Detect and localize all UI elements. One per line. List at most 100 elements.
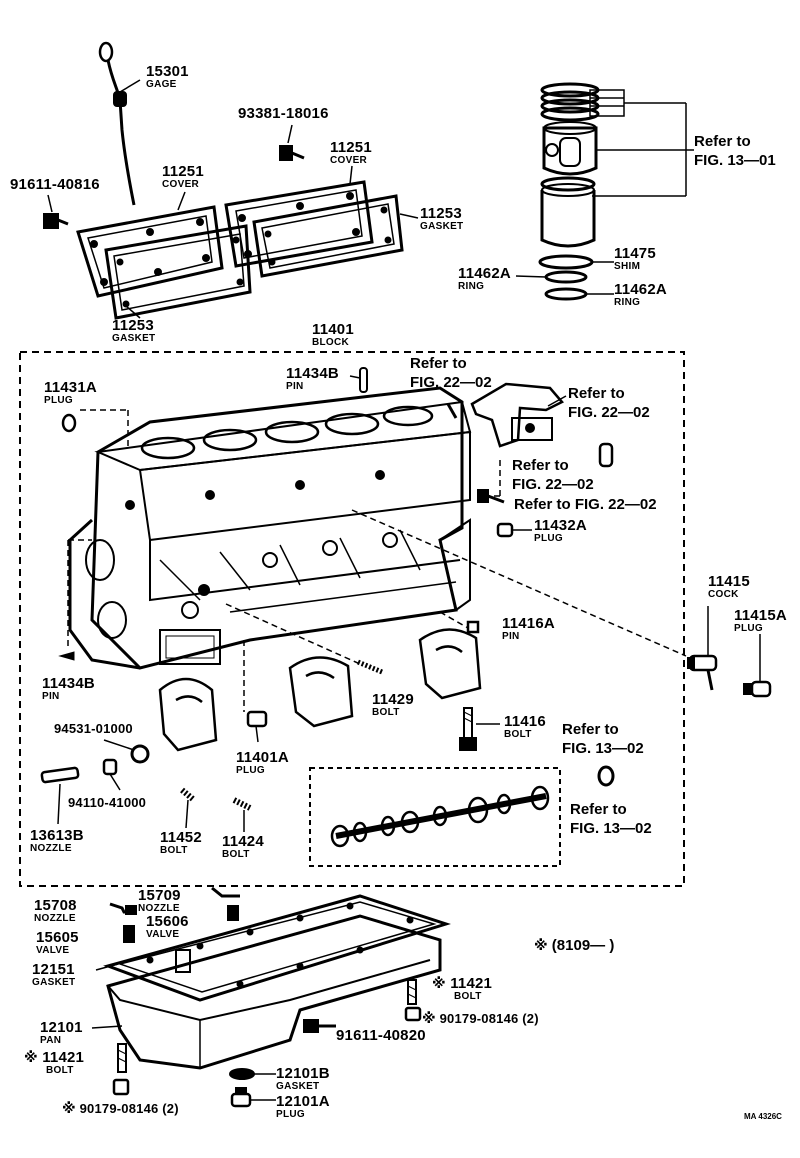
part-description: GASKET bbox=[276, 1081, 320, 1092]
part-description: GASKET bbox=[420, 221, 464, 232]
part-number: 12151 bbox=[32, 961, 75, 978]
part-number: 11251 bbox=[162, 163, 204, 180]
part-description: COVER bbox=[330, 155, 368, 166]
production-date-note: ※ (8109— ) bbox=[534, 936, 614, 956]
valve-15606 bbox=[228, 906, 238, 920]
part-number: 11421 bbox=[42, 1049, 85, 1066]
part-description: SHIM bbox=[614, 261, 641, 272]
part-description: BOLT bbox=[504, 729, 532, 740]
pin-11434b-lower bbox=[60, 652, 74, 660]
part-description: RING bbox=[458, 281, 485, 292]
part-description: VALVE bbox=[146, 929, 180, 940]
bolt-11452 bbox=[182, 790, 194, 828]
part-number: 11421 bbox=[450, 975, 493, 992]
side-cover-left bbox=[78, 207, 222, 296]
label-91611-40820: 91611-40820 bbox=[336, 1028, 426, 1043]
refer-line: Refer to bbox=[568, 385, 625, 402]
camshaft-frame bbox=[310, 768, 560, 866]
part-number: 12101A bbox=[276, 1093, 330, 1110]
washer-94531 bbox=[132, 746, 148, 762]
nozzle-13613b bbox=[41, 768, 78, 824]
part-description: NOZZLE bbox=[34, 913, 76, 924]
part-number: 11416 bbox=[504, 713, 546, 730]
pin-bracket bbox=[448, 404, 456, 418]
part-number: 11452 bbox=[160, 829, 202, 846]
asterisk-mark: ※ bbox=[534, 938, 548, 954]
part-number: 15301 bbox=[146, 63, 189, 80]
label-91611-40816: 91611-40816 bbox=[10, 177, 100, 192]
block-assembly-frame bbox=[20, 352, 684, 886]
part-description: BOLT bbox=[160, 845, 188, 856]
part-number: 93381-18016 bbox=[238, 105, 329, 122]
ring-callout-lines bbox=[516, 90, 694, 294]
part-number: 94531-01000 bbox=[54, 721, 133, 736]
refer-line: FIG. 13—01 bbox=[694, 152, 776, 169]
oil-pan bbox=[108, 916, 440, 1068]
part-number: 90179-08146 (2) bbox=[79, 1101, 179, 1116]
bolt-93381 bbox=[280, 146, 304, 160]
part-description: PLUG bbox=[44, 395, 73, 406]
refer-line: FIG. 22—02 bbox=[410, 374, 492, 391]
refer-line: FIG. 13—02 bbox=[570, 820, 652, 837]
mounting-bracket bbox=[472, 384, 566, 446]
asterisk-mark: ※ bbox=[62, 1101, 76, 1117]
part-number: 11424 bbox=[222, 833, 264, 850]
refer-fig-13-02-b: Refer to FIG. 13—02 bbox=[570, 800, 652, 838]
bolt-11416 bbox=[460, 708, 500, 750]
part-description: BOLT bbox=[46, 1065, 74, 1076]
label-94531-01000: 94531-01000 bbox=[54, 722, 133, 735]
part-description: PLUG bbox=[236, 765, 265, 776]
part-description: BLOCK bbox=[312, 337, 350, 348]
bearing-caps bbox=[160, 629, 480, 750]
label-90179-08146-left: ※ 90179-08146 (2) bbox=[62, 1102, 179, 1116]
part-number: 11434B bbox=[286, 365, 339, 382]
oil-pan-gasket bbox=[108, 896, 446, 1000]
refer-line: Refer to bbox=[410, 355, 467, 372]
asterisk-mark: ※ bbox=[24, 1050, 38, 1066]
camshaft-ring bbox=[599, 767, 613, 785]
plug-11415a bbox=[744, 634, 770, 696]
side-gasket-left bbox=[106, 226, 250, 318]
part-number: 11429 bbox=[372, 691, 414, 708]
part-description: PAN bbox=[40, 1035, 62, 1046]
part-number: 11401A bbox=[236, 749, 289, 766]
part-description: PIN bbox=[502, 631, 520, 642]
plug-11431a bbox=[63, 415, 75, 431]
plug-11432a bbox=[498, 524, 532, 536]
part-number: 11434B bbox=[42, 675, 95, 692]
refer-line: Refer to bbox=[570, 801, 627, 818]
part-description: RING bbox=[614, 297, 641, 308]
label-90179-08146-right: ※ 90179-08146 (2) bbox=[422, 1012, 539, 1026]
part-description: COCK bbox=[708, 589, 739, 600]
bolt-11424 bbox=[234, 800, 250, 832]
bolt-11421-left bbox=[118, 1044, 126, 1072]
part-number: 91611-40816 bbox=[10, 176, 100, 193]
part-number: 15605 bbox=[36, 929, 79, 946]
part-number: 13613B bbox=[30, 827, 84, 844]
part-description: GASKET bbox=[32, 977, 76, 988]
part-number: 11432A bbox=[534, 517, 587, 534]
part-number: 11253 bbox=[112, 317, 154, 334]
nozzle-15709 bbox=[212, 888, 240, 896]
bolt-bracket bbox=[478, 490, 504, 502]
